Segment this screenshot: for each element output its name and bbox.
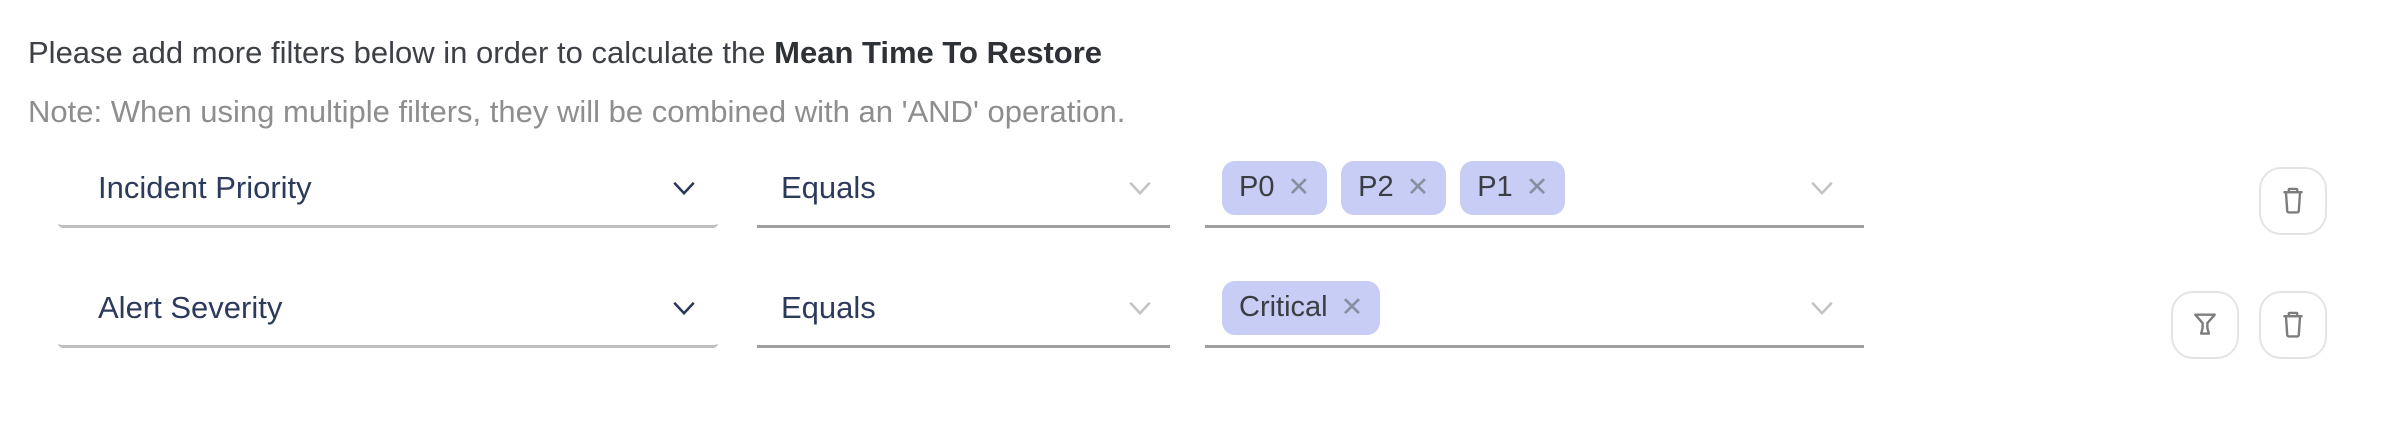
attribute-select-2-value: Alert Severity bbox=[98, 289, 283, 325]
funnel-icon bbox=[2187, 306, 2223, 345]
value-tag-label: P0 bbox=[1239, 171, 1275, 203]
delete-filter-button-1[interactable] bbox=[2259, 167, 2327, 235]
filter-row-2: Alert Severity Equals Critical ✕ bbox=[0, 270, 2408, 352]
operator-select-2-value: Equals bbox=[781, 289, 876, 325]
values-multiselect-2[interactable]: Critical ✕ bbox=[1205, 270, 1864, 348]
chevron-down-icon bbox=[1804, 170, 1840, 206]
filters-instruction: Please add more filters below in order t… bbox=[28, 34, 1102, 72]
value-tag: P2 ✕ bbox=[1341, 160, 1447, 215]
chevron-down-icon bbox=[666, 170, 702, 206]
filters-note: Note: When using multiple filters, they … bbox=[28, 94, 1126, 129]
attribute-select-1-value: Incident Priority bbox=[98, 169, 312, 205]
chevron-down-icon bbox=[1122, 170, 1158, 206]
remove-tag-icon[interactable]: ✕ bbox=[1525, 172, 1549, 202]
operator-select-1-value: Equals bbox=[781, 169, 876, 205]
remove-tag-icon[interactable]: ✕ bbox=[1406, 172, 1430, 202]
chevron-down-icon bbox=[666, 290, 702, 326]
values-multiselect-1[interactable]: P0 ✕ P2 ✕ P1 ✕ bbox=[1205, 150, 1864, 228]
value-tag-label: Critical bbox=[1239, 291, 1328, 323]
value-tag: Critical ✕ bbox=[1222, 280, 1381, 335]
trash-icon bbox=[2275, 306, 2311, 345]
delete-filter-button-2[interactable] bbox=[2259, 291, 2327, 359]
metric-name: Mean Time To Restore bbox=[774, 35, 1103, 70]
value-tag: P1 ✕ bbox=[1460, 160, 1566, 215]
operator-select-2[interactable]: Equals bbox=[757, 270, 1170, 348]
apply-filter-button-2[interactable] bbox=[2171, 291, 2239, 359]
trash-icon bbox=[2275, 182, 2311, 221]
attribute-select-2[interactable]: Alert Severity bbox=[58, 270, 718, 348]
value-tag-label: P1 bbox=[1477, 171, 1513, 203]
operator-select-1[interactable]: Equals bbox=[757, 150, 1170, 228]
attribute-select-1[interactable]: Incident Priority bbox=[58, 150, 718, 228]
chevron-down-icon bbox=[1122, 290, 1158, 326]
remove-tag-icon[interactable]: ✕ bbox=[1340, 292, 1364, 322]
chevron-down-icon bbox=[1804, 290, 1840, 326]
value-tag: P0 ✕ bbox=[1222, 160, 1328, 215]
instruction-text: Please add more filters below in order t… bbox=[28, 35, 766, 70]
filter-row-1: Incident Priority Equals P0 ✕ P2 ✕ P1 ✕ bbox=[0, 150, 2408, 232]
value-tag-label: P2 bbox=[1358, 171, 1394, 203]
remove-tag-icon[interactable]: ✕ bbox=[1287, 172, 1311, 202]
